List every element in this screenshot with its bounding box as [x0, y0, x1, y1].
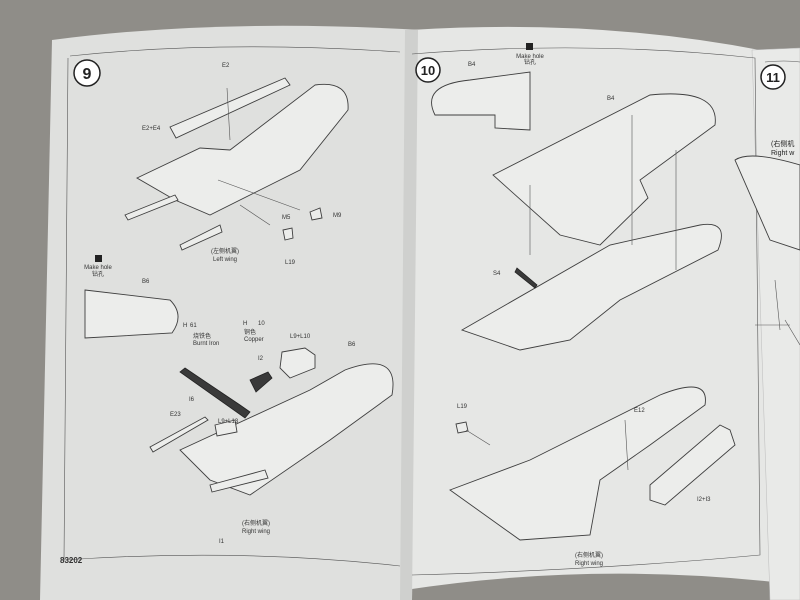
paint-copper-en: Copper	[244, 337, 264, 343]
label-l9-l10: L9+L10	[290, 334, 311, 340]
label-e2-e4: E2+E4	[142, 126, 161, 132]
label-l19: L19	[285, 260, 296, 266]
wing-inset-b6	[84, 289, 179, 339]
left-wing-spar-rear	[179, 224, 223, 251]
label-e23: E23	[170, 412, 181, 418]
label-e2: E2	[222, 63, 230, 69]
paint-burnt-iron-en: Burnt Iron	[193, 341, 219, 347]
left-wing	[136, 83, 349, 216]
left-frame	[63, 46, 401, 567]
part-e23	[149, 416, 209, 453]
part-l9-l10	[279, 347, 316, 379]
left-wing-caption-cn: (左侧机翼)	[211, 247, 239, 255]
leader-lines	[217, 87, 301, 226]
paint-copper-h: H	[243, 321, 247, 327]
left-wing-aileron	[169, 77, 291, 139]
page-code: 83202	[60, 556, 83, 565]
label-l9-l13: L9+L13	[218, 419, 239, 425]
gun-barrel	[179, 367, 251, 419]
label-b4: B4	[607, 96, 615, 102]
step11-frame	[764, 60, 800, 63]
step10-caption-en: Right wing	[575, 561, 603, 567]
step11-wing	[734, 155, 800, 251]
label-b6-inset: B6	[142, 279, 150, 285]
right-wing-caption-cn: (右侧机翼)	[242, 519, 270, 527]
step10-badge	[415, 57, 441, 83]
step9-badge	[73, 59, 101, 87]
leader-lines-step10-bottom	[465, 419, 629, 471]
part-i2	[249, 371, 273, 393]
label-l19-step10: L19	[457, 404, 468, 410]
part-m9	[309, 207, 323, 221]
label-e12: E12	[634, 408, 645, 414]
page-gutter	[400, 30, 418, 600]
make-hole-icon-step10	[526, 43, 533, 50]
right-wing-upper	[492, 93, 716, 246]
right-wing-lower	[179, 363, 394, 496]
paint-burnt-iron-h: H	[183, 323, 187, 329]
part-l19-step10	[455, 421, 469, 434]
step11-number: 11	[766, 70, 780, 85]
step11-caption-cn: (右侧机	[771, 139, 794, 148]
paint-copper-code: 10	[258, 321, 265, 327]
propeller-icon	[755, 279, 800, 346]
left-page	[40, 25, 420, 600]
step10-make-hole-en: Make hole	[516, 54, 544, 60]
paint-burnt-iron-cn: 烧铁色	[193, 332, 211, 340]
part-l19	[282, 227, 294, 241]
step11-badge	[760, 64, 786, 90]
part-l9-l13	[214, 419, 238, 437]
make-hole-icon	[95, 255, 102, 262]
part-s4	[514, 267, 538, 289]
make-hole-label-cn: 钻孔	[92, 270, 104, 278]
right-wing-lower-step10	[460, 223, 722, 351]
paint-burnt-iron-code: 61	[190, 323, 197, 329]
label-b6: B6	[348, 342, 356, 348]
label-m5: M5	[282, 215, 291, 221]
leader-lines-step10	[529, 115, 677, 270]
label-m9: M9	[333, 213, 342, 219]
step9-number: 9	[83, 66, 92, 83]
label-b4-inset: B4	[468, 62, 476, 68]
part-i1	[209, 469, 269, 493]
paint-copper-cn: 铜色	[244, 328, 256, 336]
step10-make-hole-cn: 钻孔	[524, 58, 536, 66]
label-i2: I2	[258, 356, 264, 362]
label-s4: S4	[493, 271, 501, 277]
label-i6: I6	[189, 397, 195, 403]
left-wing-spar-front	[124, 194, 179, 221]
part-i2-i3	[649, 424, 736, 506]
right-wing-caption-en: Right wing	[242, 529, 270, 535]
label-i1: I1	[219, 539, 225, 545]
step10-caption-cn: (右侧机翼)	[575, 551, 603, 559]
right-wing-step10-bottom	[449, 386, 706, 541]
left-wing-caption-en: Left wing	[213, 257, 237, 263]
make-hole-label: Make hole	[84, 265, 112, 271]
step11-caption-en: Right w	[771, 150, 795, 157]
label-i2-i3: I2+I3	[697, 497, 711, 503]
wing-inset-b4	[431, 71, 531, 131]
step10-number: 10	[421, 63, 435, 78]
